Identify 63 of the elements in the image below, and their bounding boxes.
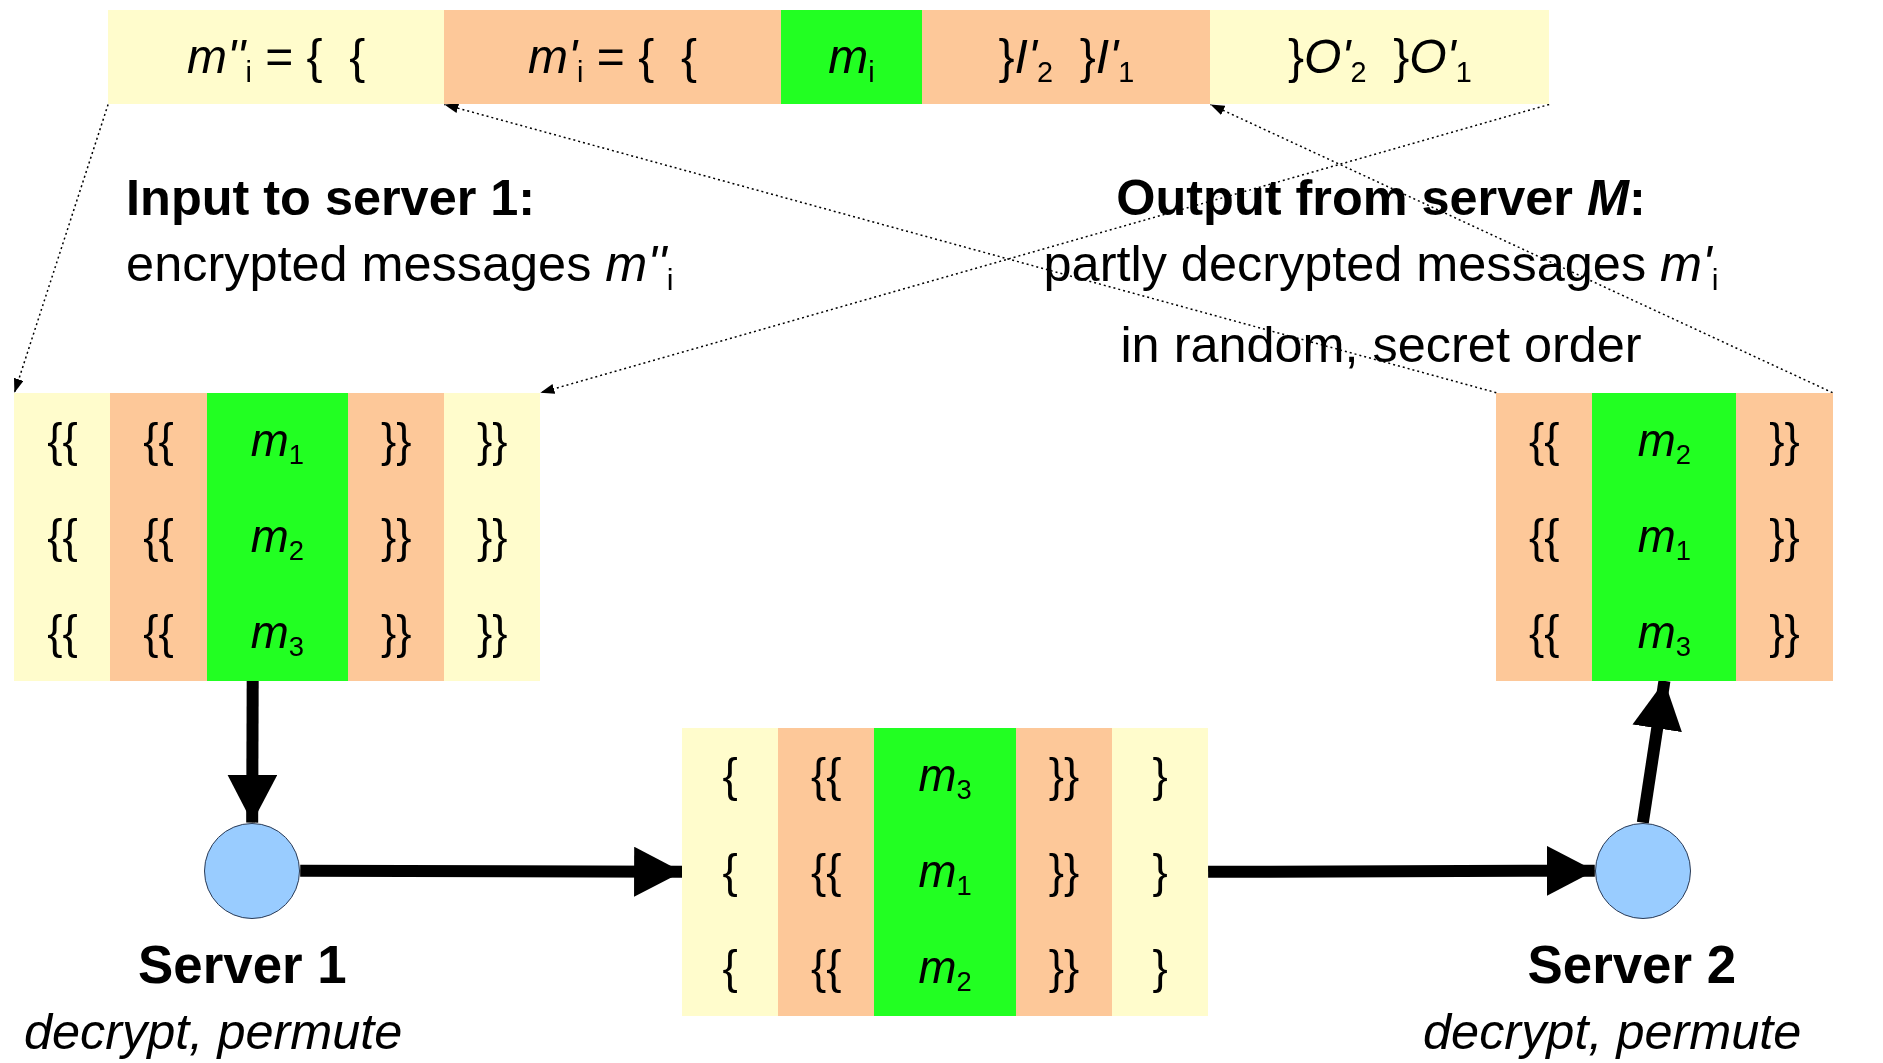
heading-text: Input to server 1:: [126, 168, 536, 228]
table-cell: {{: [14, 392, 111, 489]
leader-arrow: [1209, 103, 1834, 394]
table-cell: m$_{3}$: [874, 727, 1016, 824]
table-cell: }}: [348, 392, 445, 489]
formula-segment: m$_{i}$: [780, 9, 923, 105]
table-cell: }}: [1015, 823, 1112, 920]
table-cell: {{: [110, 488, 207, 585]
table-cell: }}: [1736, 392, 1833, 489]
table-cell: m$_{1}$: [1592, 488, 1737, 585]
table-cell: }}: [444, 488, 541, 585]
arrow: [300, 846, 683, 897]
table-cell: m$_{2}$: [206, 488, 349, 585]
table-cell: m$_{3}$: [1592, 584, 1737, 681]
table-cell: {{: [110, 584, 207, 681]
message-table: [14, 392, 541, 681]
table-cell: }}: [348, 488, 445, 585]
formula-bar: [108, 9, 1550, 105]
description-text: encrypted messages m''$_{i}$: [126, 234, 674, 294]
formula-text: }O'$_{2}$ }O'$_{1}$: [1286, 28, 1473, 90]
table-cell: {{: [778, 919, 875, 1016]
table-cell: }}: [1015, 727, 1112, 824]
formula-text: }I'$_{2}$ }I'$_{1}$: [997, 28, 1136, 90]
message-table: [1496, 392, 1833, 681]
table-cell: }}: [348, 584, 445, 681]
table-cell: }: [1112, 727, 1209, 824]
server-caption: decrypt, permute: [24, 1001, 403, 1061]
leader-arrow: [13, 103, 109, 394]
formula-text: m''$_{i}$ = { {: [186, 28, 367, 90]
table-cell: m$_{1}$: [206, 392, 349, 489]
table-cell: {{: [14, 584, 111, 681]
table-cell: }}: [444, 584, 541, 681]
table-cell: }: [1112, 919, 1209, 1016]
table-cell: }}: [1015, 919, 1112, 1016]
table-cell: m$_{2}$: [1592, 392, 1737, 489]
table-cell: m$_{1}$: [874, 823, 1016, 920]
description-text: partly decrypted messages m'$_{i}$: [1042, 234, 1720, 294]
formula-segment: [444, 9, 1211, 105]
table-cell: m$_{2}$: [874, 919, 1016, 1016]
table-cell: {: [682, 727, 779, 824]
server-name: Server 1: [138, 934, 347, 996]
table-cell: {{: [1496, 392, 1593, 489]
table-cell: }}: [1736, 488, 1833, 585]
table-cell: {: [682, 919, 779, 1016]
message-table: [682, 727, 1209, 1016]
table-cell: {{: [778, 823, 875, 920]
table-cell: {{: [1496, 488, 1593, 585]
table-cell: }}: [1736, 584, 1833, 681]
arrow: [227, 680, 278, 823]
table-cell: }: [1112, 823, 1209, 920]
table-cell: {{: [14, 488, 111, 585]
formula-text: m'$_{i}$ = { {: [526, 28, 698, 90]
table-cell: {{: [110, 392, 207, 489]
server-caption: decrypt, permute: [1423, 1001, 1802, 1061]
table-cell: {: [682, 823, 779, 920]
table-cell: {{: [1496, 584, 1593, 681]
arrow: [1208, 845, 1595, 896]
table-cell: m$_{3}$: [206, 584, 349, 681]
table-cell: {{: [778, 727, 875, 824]
description-text: in random, secret order: [1119, 314, 1643, 374]
arrow: [1632, 680, 1682, 824]
table-cell: }}: [444, 392, 541, 489]
server-name: Server 2: [1527, 934, 1737, 996]
